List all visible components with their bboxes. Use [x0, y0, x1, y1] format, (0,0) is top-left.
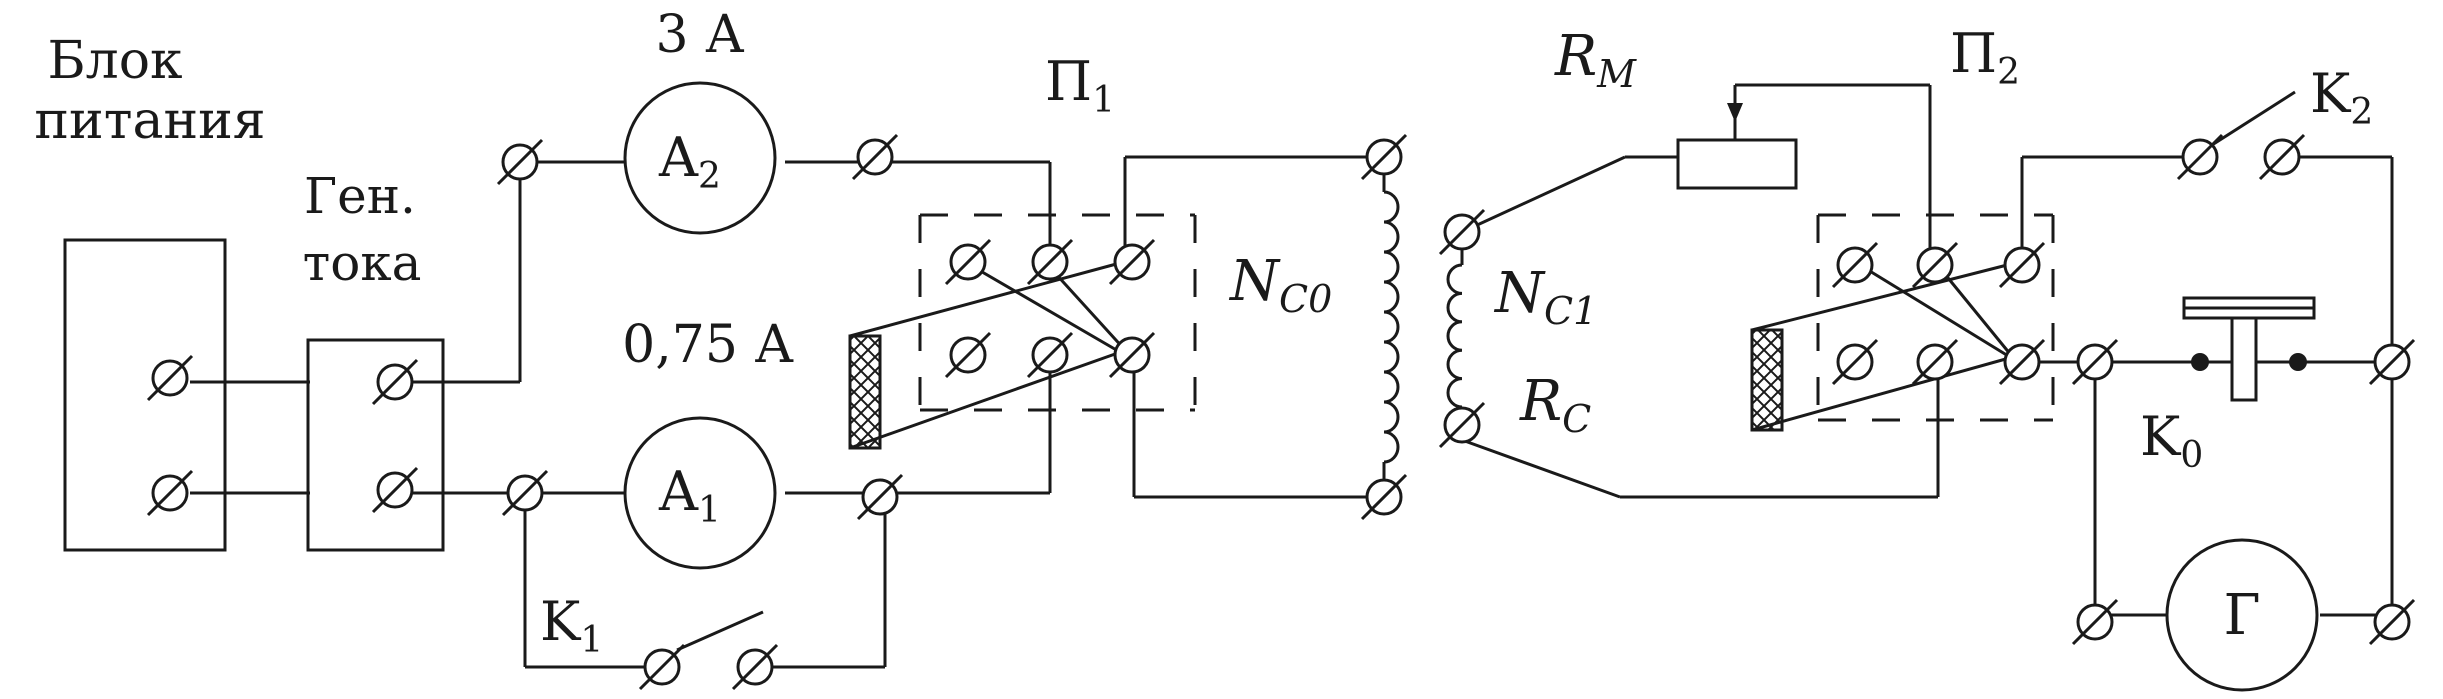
ammeter-a1-label: A1 — [658, 460, 721, 531]
power-supply: Блок питания — [34, 31, 266, 552]
switch-p1: П1 — [848, 50, 1197, 450]
coil-nc1: NC1 RC — [1446, 261, 1597, 441]
terminal — [2071, 338, 2119, 386]
switch-p2: П2 — [1750, 22, 2055, 432]
contact — [1831, 338, 1879, 386]
switch-p1-label: П1 — [1045, 50, 1115, 121]
resistor-rm-label: RM — [1554, 24, 1637, 96]
switch-p2-label: П2 — [1950, 22, 2020, 93]
key-k2-label: K2 — [2310, 62, 2373, 133]
contact — [1911, 241, 1959, 289]
ammeter-a2-label: A2 — [658, 126, 721, 197]
terminal — [851, 133, 899, 181]
terminal — [496, 138, 544, 186]
contact — [1911, 338, 1959, 386]
contact — [1998, 338, 2046, 386]
rheostat-rm: RM — [1554, 24, 1798, 190]
terminal — [731, 643, 779, 691]
contact — [944, 331, 992, 379]
terminal — [146, 469, 194, 517]
terminal — [1360, 473, 1408, 521]
galvanometer-label: Г — [2223, 583, 2260, 648]
current-075a-label: 0,75 А — [622, 315, 794, 375]
terminal — [2368, 598, 2416, 646]
resistor-rc-label: RC — [1519, 369, 1591, 441]
contact — [1108, 238, 1156, 286]
wires — [190, 83, 2394, 669]
push-button-k0: K0 — [2140, 296, 2316, 476]
generator-label-line2: тока — [303, 234, 422, 292]
current-generator: Ген. тока — [303, 167, 445, 552]
power-supply-label-line1: Блок — [47, 31, 182, 91]
terminal — [2176, 133, 2224, 181]
generator-label-line1: Ген. — [304, 167, 416, 225]
contact — [1026, 238, 1074, 286]
terminal — [856, 473, 904, 521]
terminal — [501, 469, 549, 517]
key-k0-label: K0 — [2140, 405, 2203, 476]
coil-nc0: NC0 — [1228, 190, 1400, 464]
terminal — [1360, 133, 1408, 181]
terminal — [2368, 338, 2416, 386]
contact — [1108, 331, 1156, 379]
current-3a-label: 3 А — [656, 5, 745, 65]
terminal — [2258, 133, 2306, 181]
key-k1-label: K1 — [540, 590, 603, 661]
contact — [1026, 331, 1074, 379]
contact — [1831, 241, 1879, 289]
contact — [944, 238, 992, 286]
terminal — [371, 466, 419, 514]
power-supply-label-line2: питания — [34, 91, 265, 151]
terminal — [146, 354, 194, 402]
coil-nc1-label: NC1 — [1493, 261, 1597, 333]
contact — [1998, 241, 2046, 289]
terminals — [146, 133, 2416, 691]
terminal — [371, 358, 419, 406]
galvanometer: Г — [2165, 538, 2319, 692]
terminal — [2071, 598, 2119, 646]
ammeter-a2: A2 — [623, 81, 777, 235]
coil-nc0-label: NC0 — [1228, 249, 1332, 321]
ammeter-a1: A1 — [623, 416, 777, 570]
terminal — [1438, 208, 1486, 256]
terminal — [1438, 401, 1486, 449]
terminal — [638, 643, 686, 691]
